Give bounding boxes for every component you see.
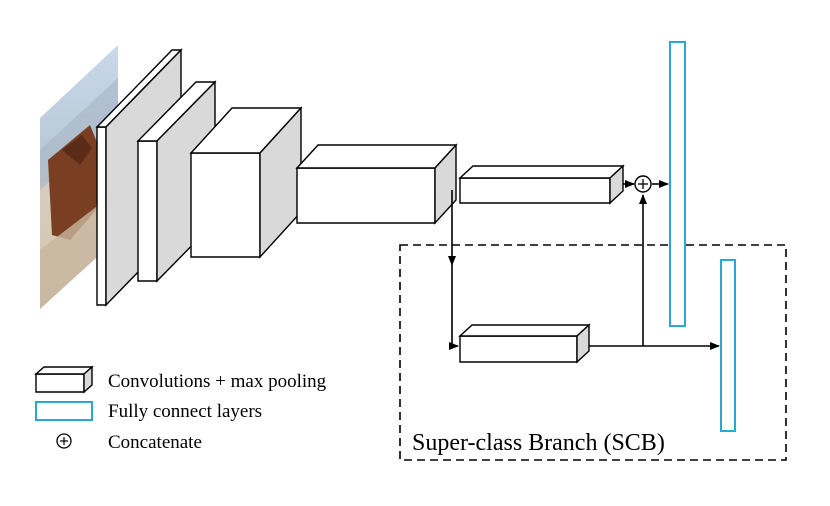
legend-fc-label: Fully connect layers — [108, 401, 262, 422]
conv-block-3 — [189, 106, 303, 259]
conv-block-5 — [458, 164, 625, 205]
concat-node — [634, 175, 652, 193]
legend-conv-label: Convolutions + max pooling — [108, 371, 327, 392]
legend-concat-label: Concatenate — [108, 432, 202, 453]
scb-region — [399, 244, 787, 461]
fc-layer-main — [669, 41, 686, 327]
legend-concat-icon — [56, 433, 72, 449]
legend: Convolutions + max pooling Fully connect… — [34, 365, 327, 453]
scb-conv-block — [458, 323, 591, 364]
branch-to-scb-conv — [449, 265, 459, 350]
conv-block-4 — [295, 143, 458, 225]
legend-conv-icon — [34, 365, 94, 394]
legend-fc-icon — [35, 401, 93, 421]
scb-label: Super-class Branch (SCB) — [412, 430, 665, 456]
fc-layer-scb — [720, 259, 736, 432]
input-image — [40, 45, 118, 309]
